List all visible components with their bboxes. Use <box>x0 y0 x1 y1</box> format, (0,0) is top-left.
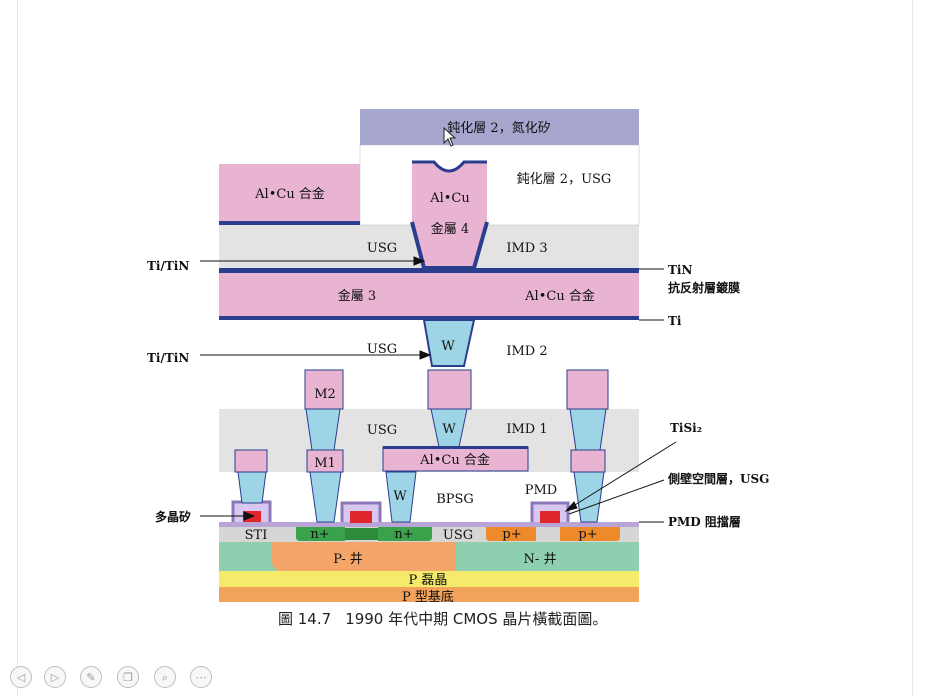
zoom-button[interactable]: ⌕ <box>154 666 176 688</box>
copy-icon: ❐ <box>123 671 133 684</box>
p-plus-region-2 <box>560 527 620 541</box>
figure-caption: 圖 14.7 1990 年代中期 CMOS 晶片橫截面圖。 <box>278 608 678 629</box>
m1-label: M1 <box>314 456 336 471</box>
metal4-plug-liner <box>410 221 489 270</box>
tin-callout: TiN <box>668 263 692 277</box>
usg-top-label: USG <box>367 241 397 256</box>
ti-tin-lower-callout: Ti/TiN <box>147 351 189 365</box>
n-plus-region-2 <box>378 527 432 541</box>
figure-caption-text: 1990 年代中期 CMOS 晶片橫截面圖。 <box>345 610 608 628</box>
p-epi-label: P 磊晶 <box>409 573 448 588</box>
more-icon: ⋯ <box>195 671 207 684</box>
m2-pad-right <box>566 369 609 410</box>
ti-tin-upper-arrowhead <box>413 256 426 266</box>
m1-pad-left <box>234 449 268 473</box>
poly-gate-sti <box>231 500 272 522</box>
n-plus-1-label: n+ <box>310 527 329 542</box>
previous-slide-button[interactable]: ◁ <box>10 666 32 688</box>
alcu-metal4-left <box>219 164 360 221</box>
p-plus-region-1 <box>486 527 536 541</box>
next-icon: ▷ <box>50 671 60 684</box>
n-well-label: N- 井 <box>524 552 557 567</box>
alcu-low-label: Al•Cu 合金 <box>419 452 490 468</box>
tin-arc-layer <box>219 268 639 273</box>
alcu-metal1-line <box>382 446 529 472</box>
imd1-label: IMD 1 <box>506 422 547 437</box>
p-plus-1-label: p+ <box>502 527 521 542</box>
n-plus-region-1 <box>296 527 345 541</box>
ti-tin-upper-callout: Ti/TiN <box>147 259 189 273</box>
sidewall-callout: 側壁空間層，USG <box>667 471 769 486</box>
ti-callout: Ti <box>668 314 682 328</box>
pmd-barrier-layer <box>219 522 639 527</box>
w-plug-right <box>569 408 607 451</box>
pen-tool-button[interactable]: ✎ <box>80 666 102 688</box>
n-channel <box>345 528 378 540</box>
m2-pad-center <box>427 369 472 410</box>
poly-gate-nmos <box>340 501 382 523</box>
passivation2-sin-label: 鈍化層 2，氮化矽 <box>447 121 550 136</box>
n-plus-2-label: n+ <box>394 527 413 542</box>
metal4-plug <box>412 162 487 268</box>
m2-label: M2 <box>314 387 336 402</box>
w-plug-sti <box>237 471 267 504</box>
more-options-button[interactable]: ⋯ <box>190 666 212 688</box>
alcu-metal1-cap <box>383 446 528 449</box>
pmd-label: PMD <box>525 483 557 498</box>
metal3-line <box>219 273 639 316</box>
passivation2-usg-label: 鈍化層 2，USG <box>517 172 612 187</box>
metal4-plug-cap <box>412 160 487 173</box>
left-frame-line <box>17 0 18 696</box>
zoom-icon: ⌕ <box>161 671 169 684</box>
w-plug-low <box>385 471 417 523</box>
metal4-label: 金屬 4 <box>431 221 469 237</box>
tisi2-arrowhead <box>564 501 578 512</box>
alcu-metal4-left-liner <box>219 221 360 225</box>
figure-number: 圖 14.7 <box>278 610 332 628</box>
alcu-metal3-label: Al•Cu 合金 <box>524 288 595 304</box>
m1-pad-right <box>570 449 606 473</box>
p-substrate-label: P 型基底 <box>402 589 454 605</box>
metal3-label: 金屬 3 <box>338 288 376 304</box>
imd3-label: IMD 3 <box>506 241 547 256</box>
tisi2-callout: TiSi₂ <box>670 421 702 435</box>
w-plug-m2 <box>305 408 341 451</box>
poly-callout: 多晶矽 <box>155 509 191 524</box>
w-mid-label: W <box>442 422 456 437</box>
previous-icon: ◁ <box>16 671 26 684</box>
ti-tin-lower-arrowhead <box>419 350 432 360</box>
p-plus-2-label: p+ <box>578 527 597 542</box>
poly-gate-pmos <box>530 501 570 523</box>
passivation2-sin-layer <box>360 109 639 145</box>
pen-icon: ✎ <box>86 671 96 684</box>
w-top-label: W <box>441 339 455 354</box>
alcu-left-label: Al•Cu 合金 <box>254 186 325 202</box>
sidewall-arrow <box>568 479 665 515</box>
p-substrate <box>219 587 639 602</box>
bpsg-label: BPSG <box>436 492 474 507</box>
copy-slides-button[interactable]: ❐ <box>117 666 139 688</box>
m1-pad <box>306 449 344 473</box>
arc-callout: 抗反射層鍍膜 <box>668 280 740 295</box>
imd2-label: IMD 2 <box>506 344 547 359</box>
ti-layer <box>219 316 639 320</box>
usg-low-label: USG <box>367 423 397 438</box>
mouse-cursor <box>443 126 457 147</box>
pmd-barrier-callout: PMD 阻擋層 <box>668 514 741 529</box>
p-epi-layer <box>219 571 639 587</box>
poly-arrowhead <box>243 511 256 521</box>
passivation2-usg-layer <box>359 144 640 226</box>
tisi2-arrow <box>569 441 677 509</box>
usg-mid-label: USG <box>367 342 397 357</box>
next-slide-button[interactable]: ▷ <box>44 666 66 688</box>
usg-substrate-label: USG <box>443 528 473 543</box>
sti-label: STI <box>245 528 268 543</box>
right-frame-line <box>912 0 913 696</box>
w-low-label: W <box>393 489 407 504</box>
m2-pad <box>304 369 344 410</box>
p-well <box>272 541 456 571</box>
p-well-label: P- 井 <box>333 552 363 567</box>
alcu-plug-label: Al•Cu <box>429 191 470 206</box>
